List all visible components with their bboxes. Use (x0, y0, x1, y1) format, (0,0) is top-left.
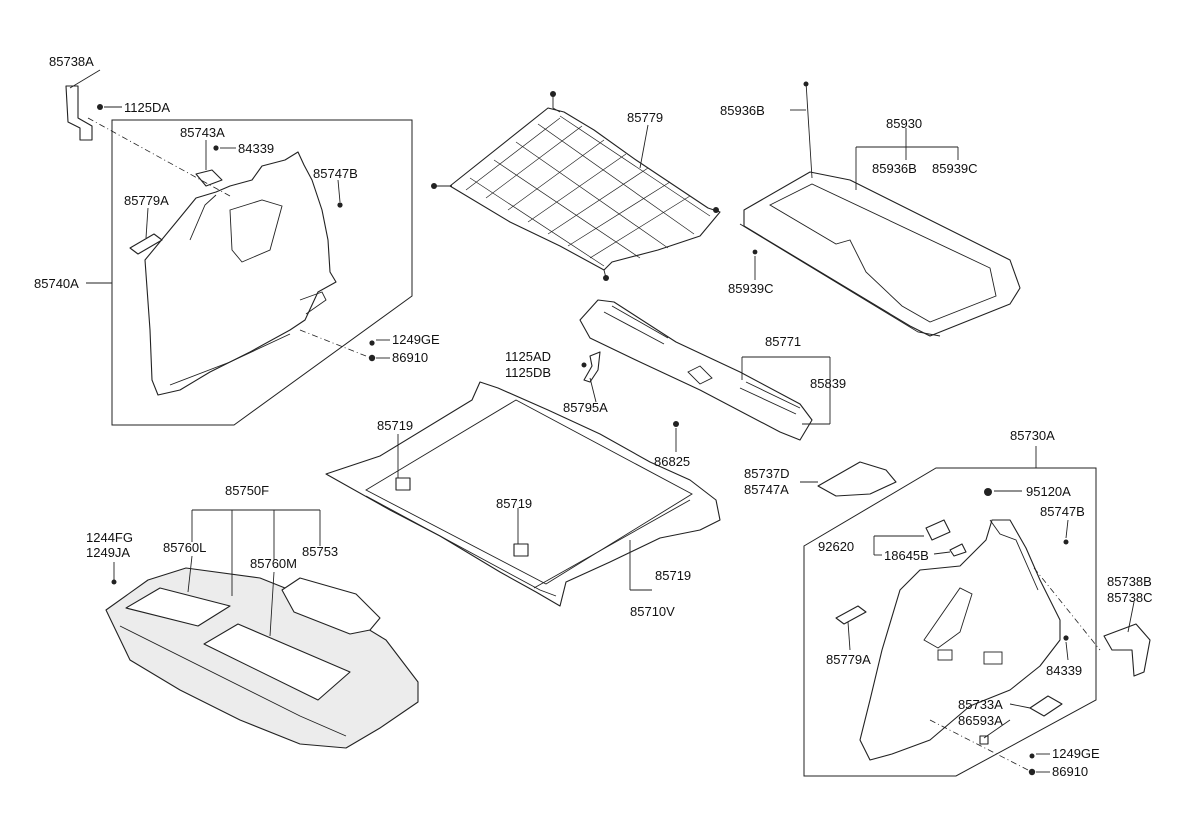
label-85738c: 85738C (1107, 590, 1153, 605)
clip-85747b-left (337, 202, 343, 208)
label-1249ge-left: 1249GE (392, 332, 440, 347)
label-85719-a: 85719 (377, 418, 413, 433)
hook-85779a-right (835, 605, 867, 625)
bracket-85738a (65, 85, 93, 141)
net-hook-right (713, 207, 719, 213)
label-85719-c: 85719 (655, 568, 691, 583)
luggage-side-trim-left (144, 151, 337, 396)
label-85779a-left: 85779A (124, 193, 169, 208)
label-85730a: 85730A (1010, 428, 1055, 443)
label-85839: 85839 (810, 376, 846, 391)
label-1249ge-right: 1249GE (1052, 746, 1100, 761)
cargo-net (449, 107, 721, 271)
left-trim-group (65, 85, 413, 426)
label-86825: 86825 (654, 454, 690, 469)
transverse-trim (579, 299, 813, 441)
luggage-side-trim-right (859, 519, 1061, 761)
bolt-1249ge-right (1029, 753, 1035, 759)
part-labels: 85738A 1125DA 85743A 84339 85747B 85779A… (34, 54, 1153, 779)
label-85936b-top: 85936B (720, 103, 765, 118)
cover-85753 (281, 577, 381, 635)
label-85936b-sub: 85936B (872, 161, 917, 176)
screw-1244fg (111, 579, 117, 585)
cover-85737d (817, 461, 897, 497)
bracket-85795a (583, 351, 601, 383)
switch-95120a (984, 488, 992, 496)
label-85939c-sub: 85939C (932, 161, 978, 176)
nut-86910-left (368, 354, 376, 362)
label-86910-right: 86910 (1052, 764, 1088, 779)
nut-86910-right (1028, 768, 1036, 776)
label-84339-right: 84339 (1046, 663, 1082, 678)
bolt-1125da (97, 104, 103, 110)
label-85743a: 85743A (180, 125, 225, 140)
leader-lines (69, 69, 1135, 773)
label-85753: 85753 (302, 544, 338, 559)
label-86593a: 86593A (958, 713, 1003, 728)
net-hook-top (550, 91, 556, 97)
floor-covering-group (325, 381, 721, 607)
bulb-18645b (949, 543, 967, 557)
label-85779: 85779 (627, 110, 663, 125)
screw-1125ad (581, 362, 587, 368)
label-85939c-low: 85939C (728, 281, 774, 296)
label-85747b-left: 85747B (313, 166, 358, 181)
net-hook-left (431, 183, 437, 189)
label-85738a: 85738A (49, 54, 94, 69)
label-1249ja: 1249JA (86, 545, 130, 560)
label-1125ad: 1125AD (505, 349, 551, 364)
label-85738b: 85738B (1107, 574, 1152, 589)
label-85760l: 85760L (163, 540, 206, 555)
right-trim-callout-box (803, 467, 1097, 777)
label-1244fg: 1244FG (86, 530, 133, 545)
label-1125db: 1125DB (505, 365, 551, 380)
label-85719-b: 85719 (496, 496, 532, 511)
clip-85747b-right (1063, 539, 1069, 545)
label-85747a: 85747A (744, 482, 789, 497)
right-trim-group (803, 461, 1151, 777)
label-85733a: 85733A (958, 697, 1003, 712)
floor-covering (325, 381, 721, 607)
label-85747b-right: 85747B (1040, 504, 1085, 519)
bracket-85738b (1103, 623, 1151, 677)
label-1125da: 1125DA (124, 100, 170, 115)
label-18645b: 18645B (884, 548, 929, 563)
covering-shelf (743, 171, 1021, 337)
screw-84339-left (213, 145, 219, 151)
covering-shelf-group (739, 81, 1021, 337)
clip-86593a (979, 735, 989, 745)
clip-85939c (752, 249, 758, 255)
cargo-net-group (431, 91, 721, 281)
label-95120a: 95120A (1026, 484, 1071, 499)
label-92620: 92620 (818, 539, 854, 554)
cover-85743a (195, 169, 223, 187)
screw-84339-right (1063, 635, 1069, 641)
under-tray-group (105, 567, 419, 749)
label-85771: 85771 (765, 334, 801, 349)
label-85930: 85930 (886, 116, 922, 131)
net-hook-bottom (603, 275, 609, 281)
lamp-92620 (925, 519, 951, 541)
label-85795a: 85795A (563, 400, 608, 415)
strap-85936b (805, 81, 813, 179)
label-85779a-right: 85779A (826, 652, 871, 667)
fastener-85719-b (513, 543, 529, 557)
transverse-trim-group (579, 299, 813, 441)
label-85750f: 85750F (225, 483, 269, 498)
label-86910-left: 86910 (392, 350, 428, 365)
label-85760m: 85760M (250, 556, 297, 571)
hook-85779a-left (129, 233, 163, 255)
bolt-1249ge-left (369, 340, 375, 346)
label-85740a: 85740A (34, 276, 79, 291)
label-85710v: 85710V (630, 604, 675, 619)
label-85737d: 85737D (744, 466, 790, 481)
cover-85733a (1029, 695, 1063, 717)
fastener-85719-a (395, 477, 411, 491)
clip-86825 (673, 421, 679, 427)
label-84339-left: 84339 (238, 141, 274, 156)
left-trim-callout-box (111, 119, 413, 426)
